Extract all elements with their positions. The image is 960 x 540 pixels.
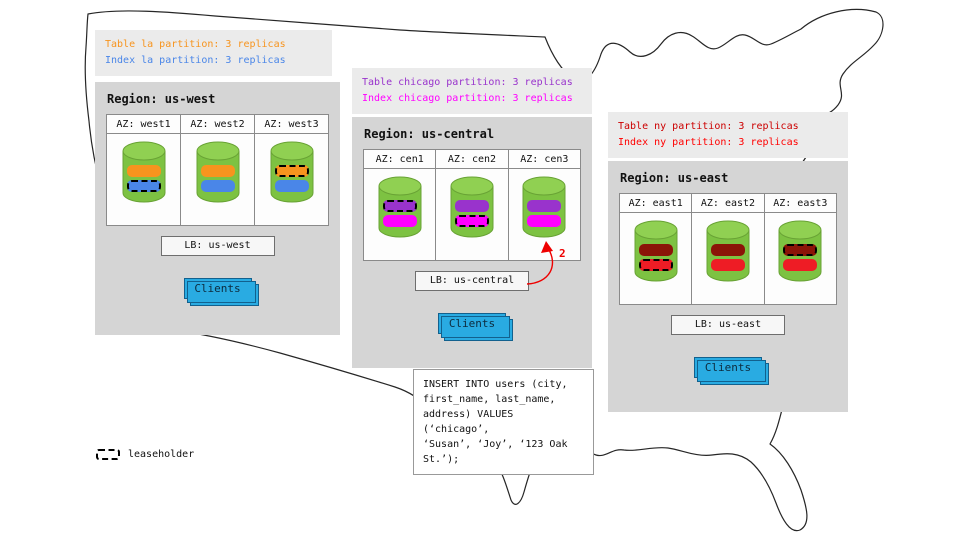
region-title-us-west: Region: us-west — [107, 92, 216, 106]
az-label: AZ: west3 — [255, 115, 328, 134]
note-table-ny: Table ny partition: 3 replicas — [618, 121, 799, 132]
clients-us-west: Clients — [183, 278, 259, 306]
index-replica-bar — [638, 259, 673, 271]
sql-line: address) VALUES (‘chicago’, — [423, 409, 514, 435]
note-us-west: Table la partition: 3 replicas Index la … — [95, 30, 332, 76]
replica-bars — [705, 244, 751, 271]
az-west1: AZ: west1 — [107, 115, 180, 225]
region-title-us-central: Region: us-central — [364, 127, 495, 141]
table-replica-bar — [783, 244, 818, 256]
load-balancer-us-west: LB: us-west — [160, 236, 275, 256]
az-west3: AZ: west3 — [254, 115, 328, 225]
sql-line: first_name, last_name, — [423, 394, 556, 405]
load-balancer-us-east: LB: us-east — [671, 315, 785, 335]
az-label: AZ: east3 — [764, 194, 836, 213]
az-cen2: AZ: cen2 — [435, 150, 508, 260]
az-label: AZ: west2 — [181, 115, 254, 134]
az-label: AZ: west1 — [107, 115, 180, 134]
note-us-east: Table ny partition: 3 replicas Index ny … — [608, 112, 848, 158]
replica-bars — [377, 200, 423, 227]
az-label: AZ: east1 — [620, 194, 692, 213]
db-cylinder — [777, 220, 823, 284]
replica-bars — [633, 244, 679, 271]
legend: leaseholder — [96, 449, 194, 460]
sql-statement-box: INSERT INTO users (city, first_name, las… — [413, 369, 594, 475]
az-label: AZ: cen1 — [364, 150, 436, 169]
db-cylinder — [705, 220, 751, 284]
sql-line: St.’); — [423, 454, 460, 465]
db-cylinder — [521, 176, 567, 240]
index-replica-bar — [710, 259, 745, 271]
replica-bars — [521, 200, 567, 227]
db-cylinder — [449, 176, 495, 240]
db-cylinder — [269, 141, 315, 205]
table-replica-bar — [200, 165, 235, 177]
table-replica-bar — [382, 200, 417, 212]
az-label: AZ: cen3 — [508, 150, 580, 169]
replica-bars — [121, 165, 167, 192]
replica-bars — [195, 165, 241, 192]
table-replica-bar — [527, 200, 562, 212]
index-replica-bar — [382, 215, 417, 227]
region-panel-us-east: Region: us-east AZ: east1 AZ: east2 — [608, 161, 848, 412]
region-title-us-east: Region: us-east — [620, 171, 729, 185]
step-number: 2 — [559, 247, 566, 260]
region-panel-us-central: Region: us-central AZ: cen1 AZ: cen2 — [352, 117, 592, 368]
region-panel-us-west: Region: us-west AZ: west1 AZ: west2 — [95, 82, 340, 335]
load-balancer-us-central: LB: us-central — [415, 271, 529, 291]
index-replica-bar — [783, 259, 818, 271]
az-label: AZ: cen2 — [436, 150, 508, 169]
replica-bars — [449, 200, 495, 227]
table-replica-bar — [274, 165, 309, 177]
index-replica-bar — [200, 180, 235, 192]
az-cen1: AZ: cen1 — [364, 150, 436, 260]
az-east3: AZ: east3 — [763, 194, 836, 304]
replica-bars — [777, 244, 823, 271]
az-label: AZ: east2 — [692, 194, 764, 213]
table-replica-bar — [126, 165, 161, 177]
replica-bars — [269, 165, 315, 192]
table-replica-bar — [710, 244, 745, 256]
note-table-la: Table la partition: 3 replicas — [105, 39, 286, 50]
db-cylinder — [377, 176, 423, 240]
db-cylinder — [121, 141, 167, 205]
az-east2: AZ: east2 — [691, 194, 764, 304]
note-us-central: Table chicago partition: 3 replicas Inde… — [352, 68, 592, 114]
index-replica-bar — [454, 215, 489, 227]
note-table-chicago: Table chicago partition: 3 replicas — [362, 77, 573, 88]
db-cylinder — [633, 220, 679, 284]
note-index-chicago: Index chicago partition: 3 replicas — [362, 93, 573, 104]
legend-label: leaseholder — [128, 449, 195, 460]
sql-line: ‘Susan’, ‘Joy’, ‘123 Oak — [423, 439, 568, 450]
index-replica-bar — [527, 215, 562, 227]
leaseholder-dashed-icon — [96, 449, 120, 460]
db-cylinder — [195, 141, 241, 205]
table-replica-bar — [638, 244, 673, 256]
note-index-la: Index la partition: 3 replicas — [105, 55, 286, 66]
az-row-us-central: AZ: cen1 AZ: cen2 — [363, 149, 581, 261]
clients-us-east: Clients — [694, 357, 769, 385]
az-east1: AZ: east1 — [620, 194, 692, 304]
az-west2: AZ: west2 — [180, 115, 254, 225]
note-index-ny: Index ny partition: 3 replicas — [618, 137, 799, 148]
table-replica-bar — [454, 200, 489, 212]
az-row-us-east: AZ: east1 AZ: east2 — [619, 193, 837, 305]
clients-us-central: Clients — [438, 313, 513, 341]
az-row-us-west: AZ: west1 AZ: west2 — [106, 114, 329, 226]
az-cen3: AZ: cen3 — [507, 150, 580, 260]
index-replica-bar — [126, 180, 161, 192]
sql-line: INSERT INTO users (city, — [423, 379, 568, 390]
index-replica-bar — [274, 180, 309, 192]
